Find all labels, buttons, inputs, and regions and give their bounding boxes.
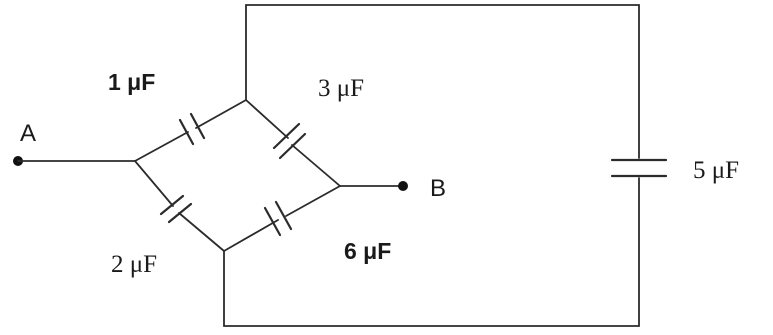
capacitor-6uf-lead-top [285,185,341,217]
terminal-a-label: A [20,120,36,147]
capacitor-3uf: 3 μF [245,75,364,187]
capacitor-1uf: 1 μF [108,69,247,162]
capacitor-1uf-plate-left [178,118,195,146]
terminal-b-label: B [430,175,446,202]
capacitor-2uf-plate-left [159,194,185,216]
capacitor-3uf-lead-bottom [291,144,341,187]
capacitor-6uf-lead-bottom [223,219,279,252]
capacitor-2uf-lead-right [178,212,225,252]
capacitor-1uf-label: 1 μF [108,69,155,95]
capacitor-1uf-lead-left [134,131,189,162]
capacitor-6uf-plate-right [274,200,293,231]
capacitor-2uf: 2 μF [111,160,225,278]
capacitor-5uf-label: 5 μF [693,157,739,184]
capacitor-3uf-label: 3 μF [318,75,364,102]
terminal-b-node [398,181,408,191]
capacitor-3uf-plate-top [272,122,301,150]
capacitor-1uf-plate-right [189,112,206,140]
wire-outer-bottom [223,177,640,327]
capacitor-6uf-label: 6 μF [344,238,391,264]
capacitor-6uf-plate-left [263,206,282,237]
capacitor-2uf-lead-left [134,160,174,207]
capacitor-6uf: 6 μF [223,185,391,264]
outer-loop [223,4,640,327]
capacitor-3uf-lead-top [245,99,289,139]
terminal-a: A [13,120,136,166]
capacitor-1uf-lead-right [195,99,247,129]
wire-outer-top [245,4,640,159]
terminal-b: B [339,175,446,202]
capacitor-2uf-label: 2 μF [111,251,157,278]
capacitor-5uf: 5 μF [610,157,739,184]
